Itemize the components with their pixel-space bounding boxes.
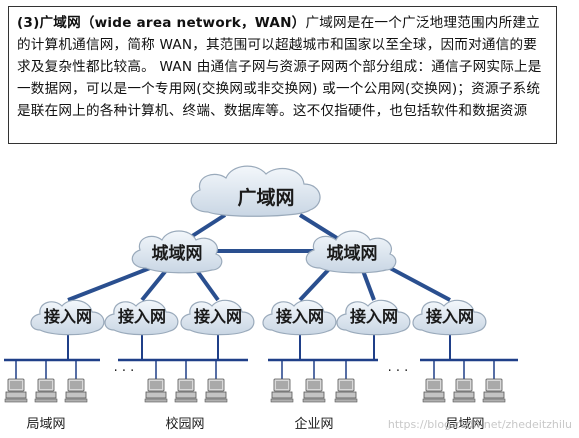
link-man1-access2 [140,266,170,302]
computer-icon [144,378,168,403]
computer-icon [174,378,198,403]
computer-icon [64,378,88,403]
access-cloud-2: 接入网 [104,299,179,336]
access-label-2: 接入网 [118,307,166,326]
computer-icon [482,378,506,403]
access-cloud-3: 接入网 [180,299,255,336]
access-clouds: 接入网 接入网 接入网 接入网 接入网 接入网 [30,299,487,336]
computer-icon [302,378,326,403]
drop-lines [67,330,451,360]
computer-icon [34,378,58,403]
access-label-1: 接入网 [44,307,92,326]
computers [4,360,506,403]
access-cloud-6: 接入网 [412,299,487,336]
ellipsis-right: · · · [388,364,409,379]
computer-icon [422,378,446,403]
link-wan-man2 [298,213,342,242]
link-man1-access3 [193,266,220,302]
wan-label: 广域网 [237,186,294,209]
access-label-4: 接入网 [276,307,324,326]
watermark: https://blog.csdn.net/zhedeitzhilu [388,418,572,431]
computer-icon [204,378,228,403]
access-cloud-4: 接入网 [262,299,337,336]
link-man2-access5 [360,267,376,301]
lan-label-2: 局域网 [445,417,484,432]
access-label-5: 接入网 [350,307,398,326]
computer-icon [334,378,358,403]
computer-icon [4,378,28,403]
link-man2-access6 [389,266,451,302]
access-cloud-1: 接入网 [30,299,105,336]
link-man2-access4 [298,266,332,302]
man-cloud-left: 城域网 [131,230,223,274]
man-label-right: 城域网 [327,243,378,264]
wan-description-body: 广域网是在一个广泛地理范围内所建立的计算机通信网，简称 WAN，其范围可以超越城… [17,15,542,119]
wan-description-lead: (3)广域网（wide area network，WAN） [17,15,306,31]
link-man1-access1 [67,266,151,302]
computer-icon [270,378,294,403]
computer-icon [452,378,476,403]
access-label-3: 接入网 [194,307,242,326]
lan-label-campus: 校园网 [165,416,204,432]
lan-label-1: 局域网 [26,417,65,432]
lan-label-enterprise: 企业网 [294,416,333,432]
access-label-6: 接入网 [426,307,474,326]
ellipsis-left: · · · [114,364,135,379]
access-cloud-5: 接入网 [336,299,411,336]
man-cloud-right: 城域网 [305,230,397,274]
network-links [67,213,451,302]
man-label-left: 城域网 [152,243,203,264]
wan-description: (3)广域网（wide area network，WAN）广域网是在一个广泛地理… [8,6,557,144]
wan-cloud: 广域网 [190,165,321,217]
